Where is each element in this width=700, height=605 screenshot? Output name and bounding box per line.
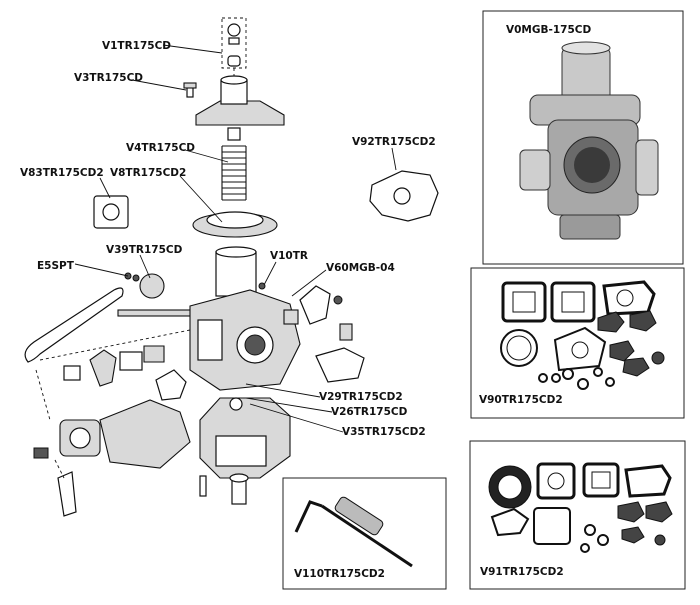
label-v10tr: V10TR: [270, 250, 308, 262]
panel-label-kit-91: V91TR175CD2: [480, 566, 564, 578]
carburettor-image: [519, 41, 659, 240]
gasket-kit-91-image: [488, 462, 673, 553]
label-v4tr175cd: V4TR175CD: [126, 142, 195, 154]
panel-jet-tool[interactable]: V110TR175CD2: [282, 477, 447, 590]
label-v3tr175cd: V3TR175CD: [74, 72, 143, 84]
label-v35tr175cd2: V35TR175CD2: [342, 426, 426, 438]
panel-label-kit-90: V90TR175CD2: [479, 394, 563, 406]
label-v8tr175cd2: V8TR175CD2: [110, 167, 186, 179]
panel-label-carburettor: V0MGB-175CD: [506, 24, 591, 36]
label-v26tr175cd: V26TR175CD: [331, 406, 408, 418]
label-v92tr175cd2: V92TR175CD2: [352, 136, 436, 148]
panel-complete-carburettor[interactable]: V0MGB-175CD: [482, 10, 684, 265]
leader-lines: [74, 44, 397, 433]
label-v60mgb-04: V60MGB-04: [326, 262, 395, 274]
exploded-view-parts: [24, 17, 439, 517]
label-v1tr175cd: V1TR175CD: [102, 40, 171, 52]
label-v83tr175cd2: V83TR175CD2: [20, 167, 104, 179]
gasket-kit-90-image: [500, 280, 665, 390]
label-e5spt: E5SPT: [37, 260, 75, 272]
part-labels: V1TR175CD V3TR175CD V4TR175CD V8TR175CD2…: [20, 40, 436, 438]
label-v39tr175cd: V39TR175CD: [106, 244, 183, 256]
jet-tool-image: [294, 496, 413, 568]
label-v29tr175cd2: V29TR175CD2: [319, 391, 403, 403]
panel-gasket-kit-90[interactable]: V90TR175CD2: [470, 267, 685, 419]
panel-gasket-kit-91[interactable]: V91TR175CD2: [469, 440, 686, 590]
panel-label-tool: V110TR175CD2: [294, 568, 385, 580]
